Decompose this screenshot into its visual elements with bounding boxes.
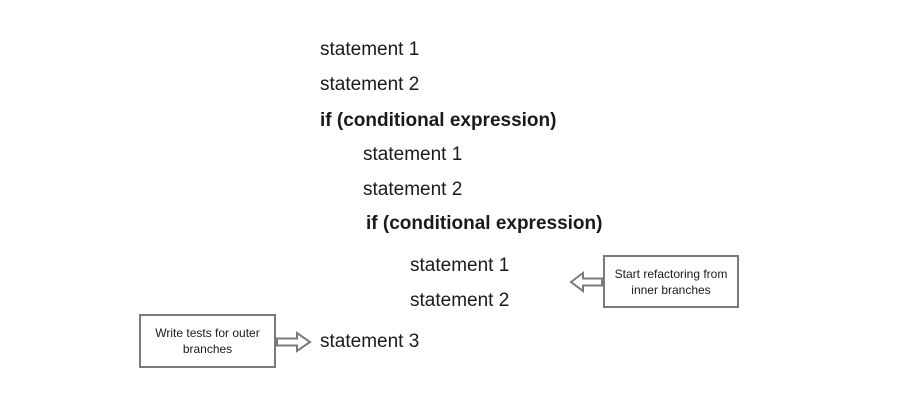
outer-if-condition: if (conditional expression) — [320, 110, 557, 131]
outer-statement-2: statement 2 — [320, 74, 420, 95]
middle-statement-2: statement 2 — [363, 179, 463, 200]
inner-branches-note: Start refactoring from inner branches — [603, 255, 739, 308]
outer-branches-note-text: Write tests for outer branches — [155, 326, 260, 356]
inner-statement-2: statement 2 — [410, 290, 510, 311]
outer-branches-note: Write tests for outer branches — [139, 314, 276, 368]
inner-if-condition: if (conditional expression) — [366, 213, 603, 234]
outer-statement-3: statement 3 — [320, 331, 420, 352]
middle-statement-1: statement 1 — [363, 144, 463, 165]
hollow-left-arrow-icon — [569, 271, 603, 293]
inner-branches-note-text: Start refactoring from inner branches — [614, 266, 728, 297]
outer-statement-1: statement 1 — [320, 39, 420, 60]
inner-statement-1: statement 1 — [410, 255, 510, 276]
hollow-right-arrow-icon — [276, 331, 312, 353]
